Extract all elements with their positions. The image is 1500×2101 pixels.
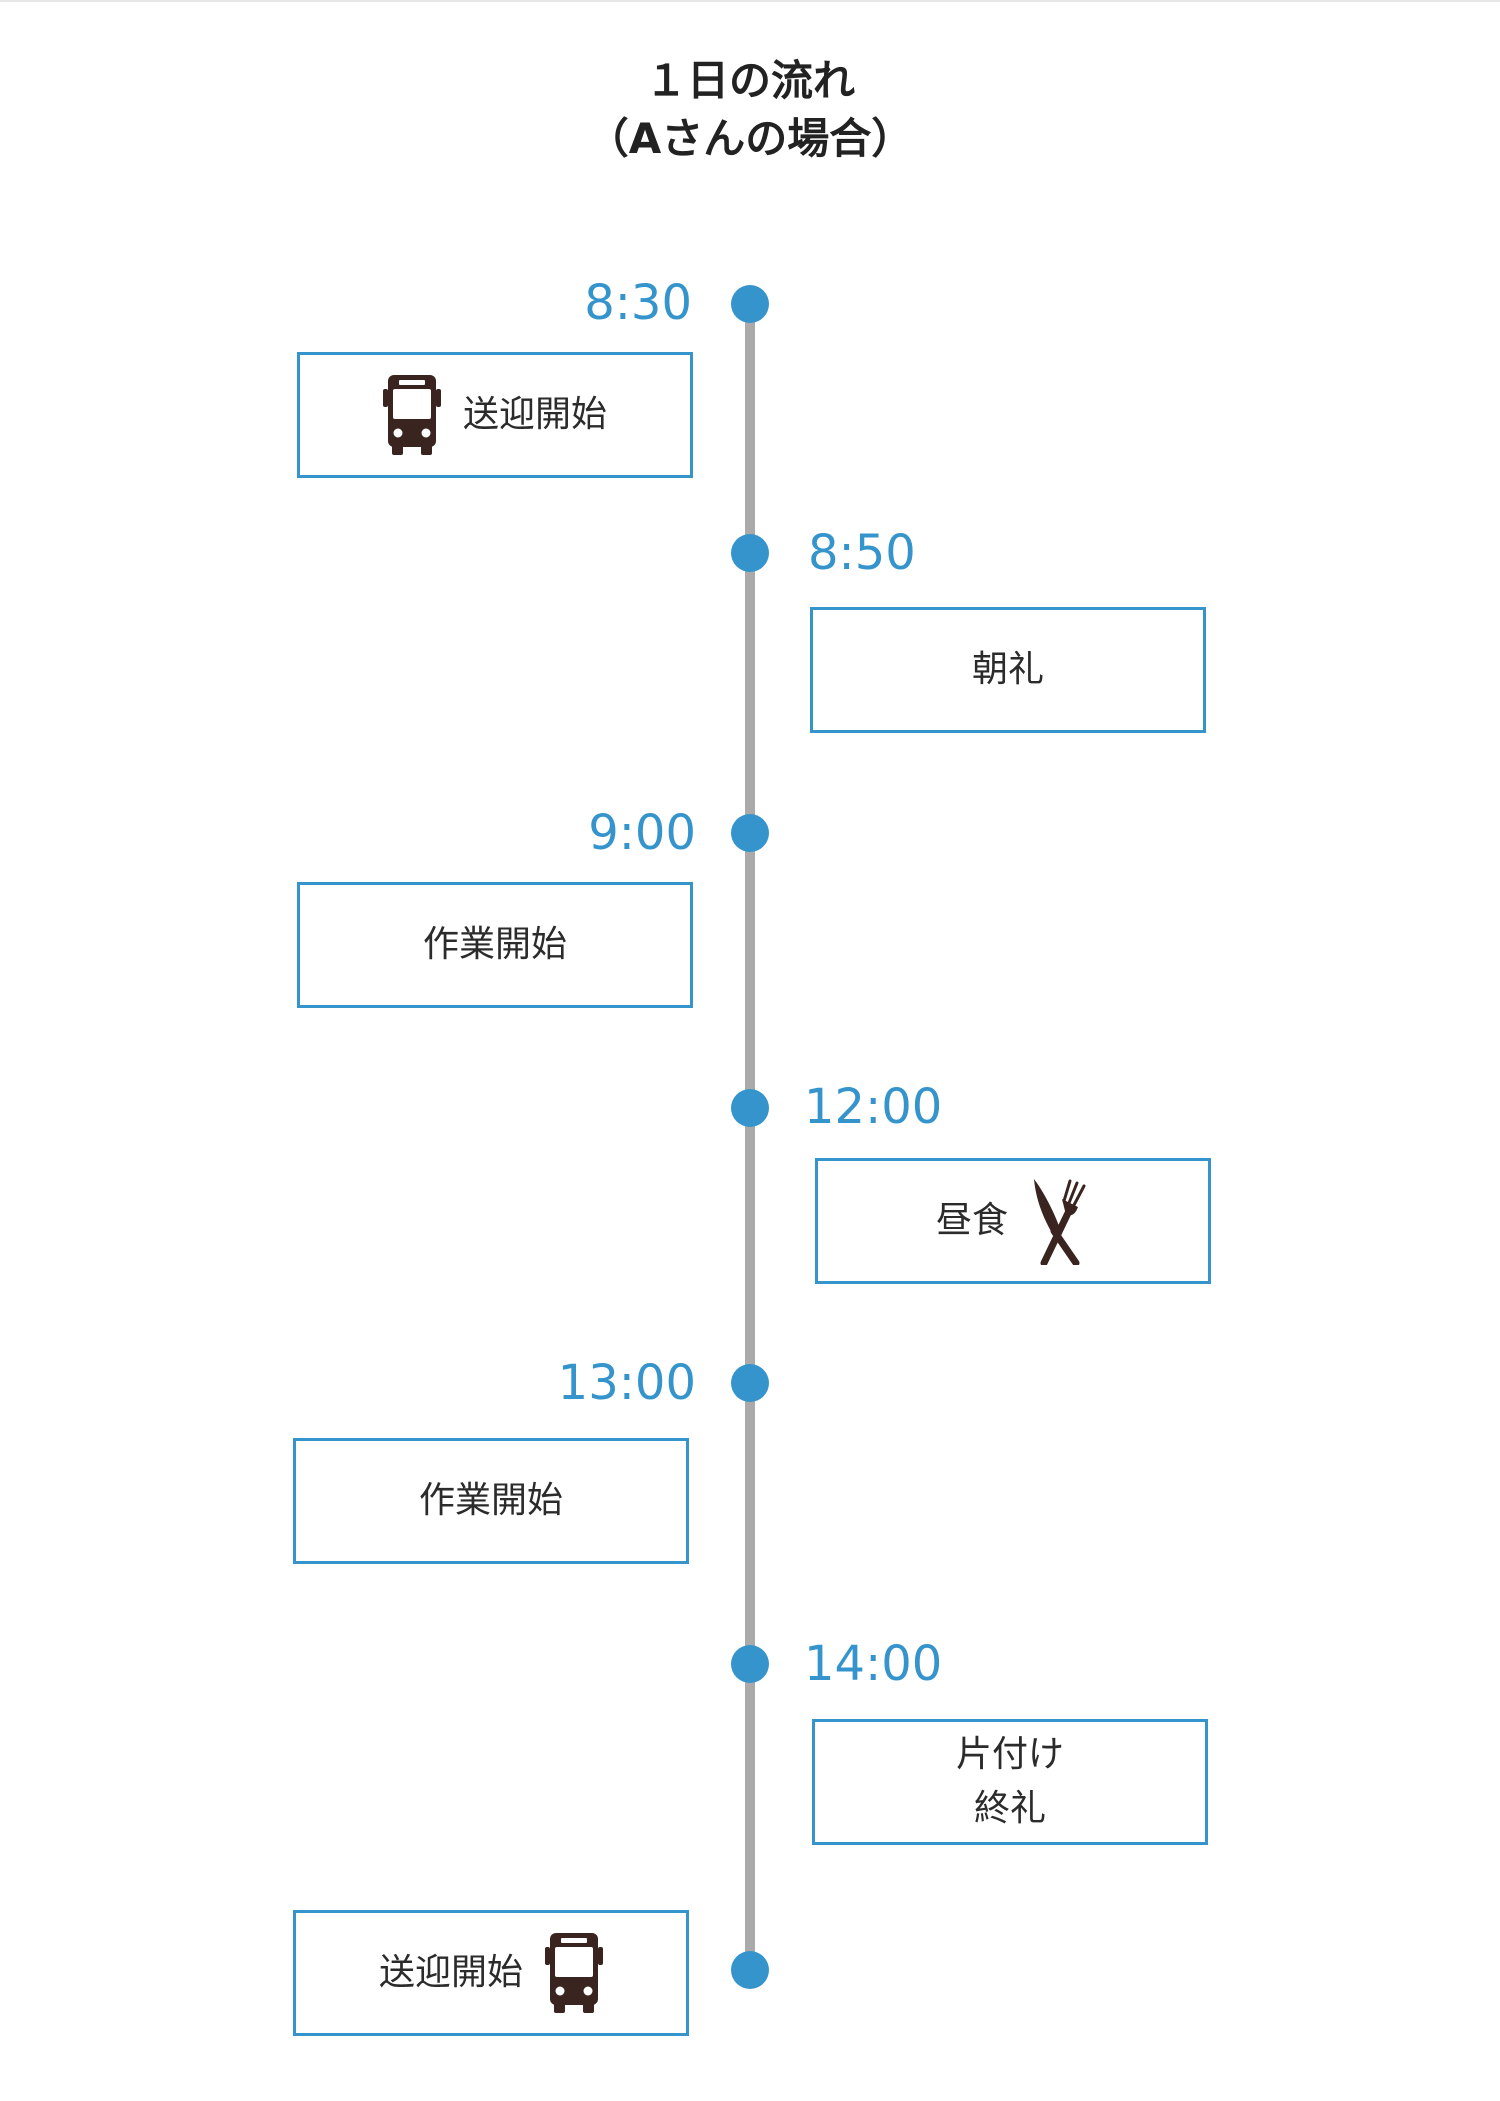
- box-label-2: 朝礼: [971, 649, 1044, 690]
- box-label-1: 送迎開始: [462, 394, 607, 435]
- timeline-box-3: 作業開始: [297, 882, 693, 1008]
- box-label-6-line-1: 片付け: [955, 1734, 1064, 1775]
- timeline-box-1: 送迎開始: [297, 352, 693, 478]
- timeline-dot-2: [731, 534, 769, 572]
- box-label-5: 作業開始: [418, 1480, 563, 1521]
- timeline-dot-7: [731, 1951, 769, 1989]
- timeline-dot-1: [731, 285, 769, 323]
- time-label-6: 14:00: [804, 1636, 943, 1692]
- timeline-dot-6: [731, 1645, 769, 1683]
- bus-icon: [382, 375, 441, 455]
- time-label-4: 12:00: [804, 1079, 943, 1135]
- box-label-6: 片付け 終礼: [956, 1728, 1064, 1836]
- top-divider: [0, 0, 1500, 2]
- title-line-1: １日の流れ: [644, 56, 855, 105]
- timeline-box-5: 作業開始: [293, 1438, 689, 1564]
- timeline-box-7: 送迎開始: [293, 1910, 689, 2036]
- knife-fork-icon: [1030, 1177, 1090, 1265]
- time-label-5: 13:00: [557, 1355, 696, 1411]
- timeline-box-2: 朝礼: [810, 607, 1206, 733]
- time-label-1: 8:30: [584, 275, 692, 331]
- timeline-box-6: 片付け 終礼: [812, 1719, 1208, 1845]
- box-label-7: 送迎開始: [378, 1952, 523, 1993]
- box-label-4: 昼食: [935, 1200, 1008, 1241]
- timeline-dot-4: [731, 1089, 769, 1127]
- timeline-dot-3: [731, 814, 769, 852]
- page-title: １日の流れ （Aさんの場合）: [0, 52, 1500, 168]
- timeline-box-4: 昼食: [815, 1158, 1211, 1284]
- time-label-2: 8:50: [808, 525, 916, 581]
- title-line-2: （Aさんの場合）: [586, 114, 914, 163]
- box-label-3: 作業開始: [422, 924, 567, 965]
- timeline-axis: [745, 303, 755, 1971]
- time-label-3: 9:00: [588, 805, 696, 861]
- timeline-dot-5: [731, 1364, 769, 1402]
- box-label-6-line-2: 終礼: [973, 1788, 1046, 1829]
- bus-icon: [545, 1933, 603, 2013]
